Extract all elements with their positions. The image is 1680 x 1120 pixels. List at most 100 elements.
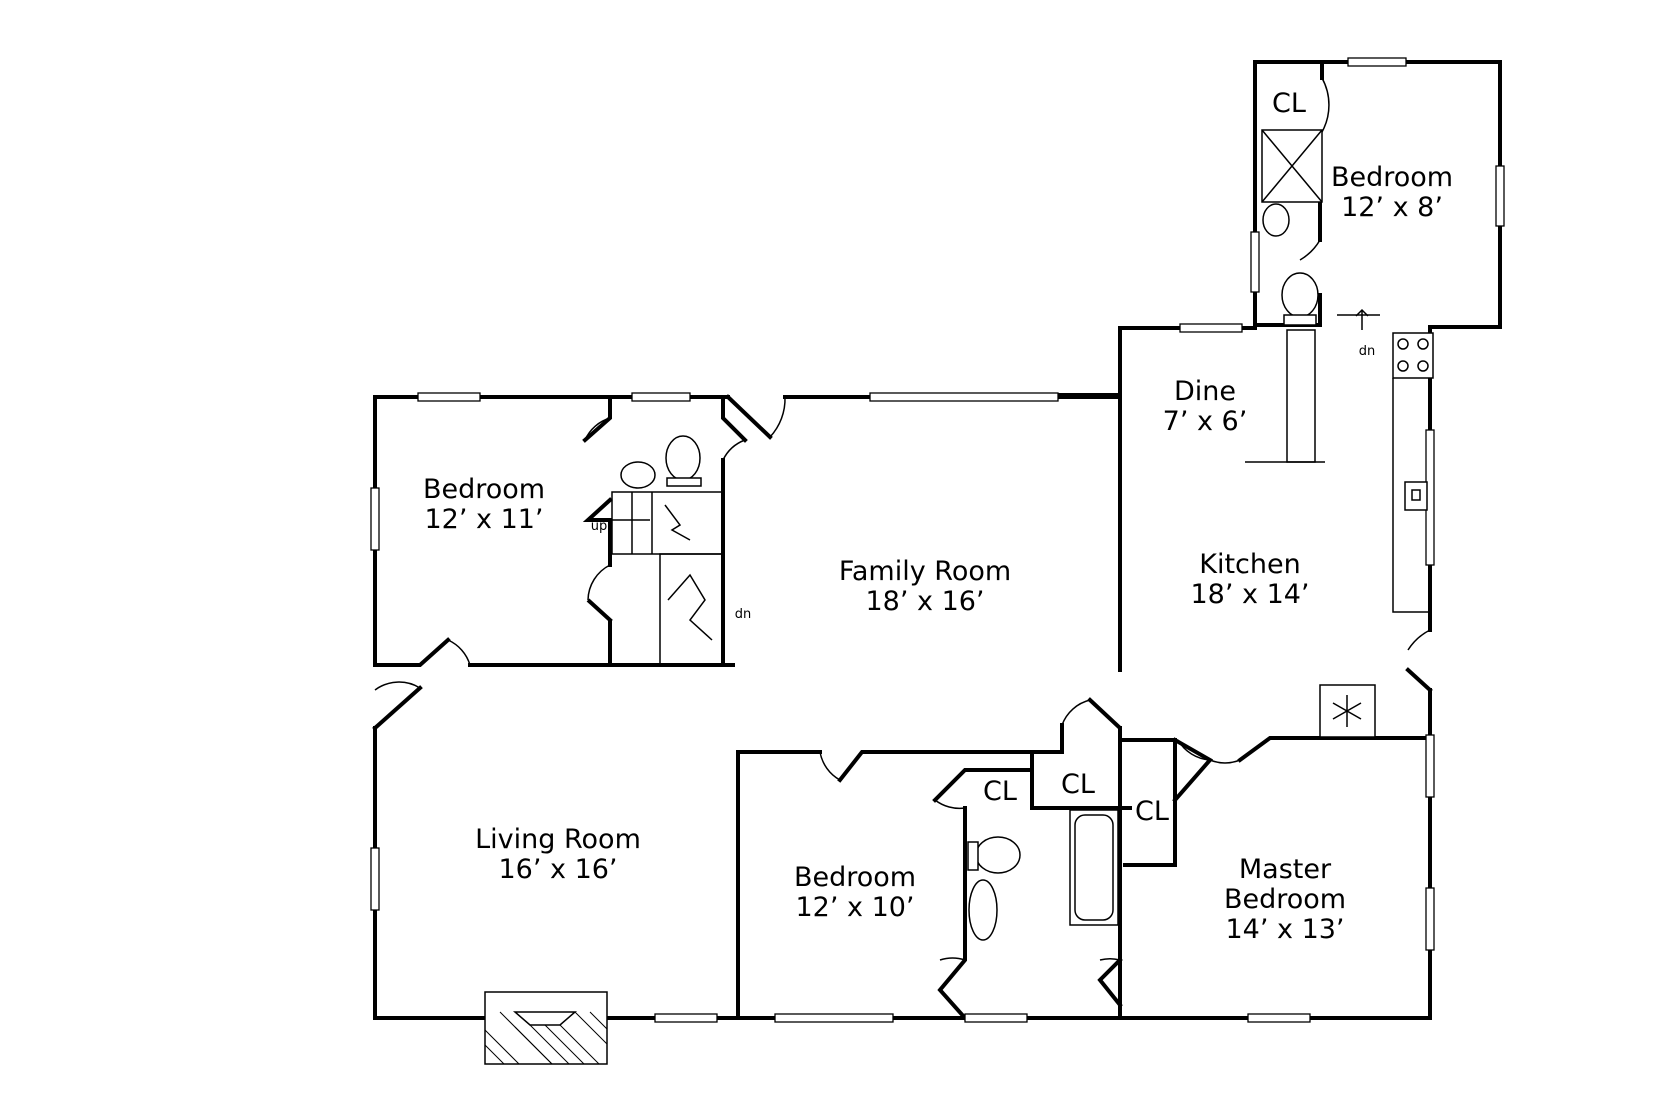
closet-label: CL <box>1272 88 1306 119</box>
window <box>1250 231 1260 293</box>
master-closet-right <box>1123 738 1177 867</box>
room-name: Bedroom <box>794 862 916 893</box>
door-swing <box>584 417 611 441</box>
window <box>1179 323 1243 333</box>
stair-arrowhead <box>1355 308 1369 317</box>
stair-break <box>664 504 691 541</box>
window <box>774 1013 894 1023</box>
window <box>370 847 380 911</box>
door-swing <box>722 439 746 461</box>
burner <box>1397 338 1409 350</box>
partition <box>1286 329 1316 463</box>
range-icon <box>1392 332 1434 379</box>
room-name: Kitchen <box>1199 549 1300 580</box>
door-swings <box>374 77 1431 961</box>
kitchen-sink-basin <box>1411 489 1421 501</box>
stair-up <box>611 491 724 555</box>
closet-label: CL <box>1061 769 1095 800</box>
window <box>1495 165 1505 227</box>
closet-walls <box>932 768 1132 810</box>
toilet-icon <box>1281 272 1319 318</box>
door-swing <box>769 396 786 438</box>
room-size: 12’ x 8’ <box>1341 192 1443 223</box>
toilet-icon <box>975 836 1021 874</box>
mid-bedroom-wall-l <box>736 750 822 1020</box>
labels: CL Bedroom 12’ x 8’ Dine 7’ x 6’ Kitchen… <box>423 88 1453 945</box>
door-swing <box>1061 699 1091 726</box>
stair-label: dn <box>735 607 752 622</box>
door-swing <box>1099 957 1121 961</box>
window <box>370 487 380 551</box>
kitchen-door-jamb <box>1405 667 1433 693</box>
burner <box>1397 360 1409 372</box>
toilet-tank <box>666 477 702 487</box>
bath-right-wall <box>721 395 748 443</box>
burner <box>1417 360 1429 372</box>
door-swing <box>447 639 471 666</box>
toilet-tank <box>1283 314 1317 326</box>
room-name: Living Room <box>475 824 641 855</box>
door-swing <box>1177 739 1211 761</box>
bath-left-wall <box>937 806 968 1021</box>
shower-diag <box>1261 129 1323 203</box>
living-door-jamb <box>372 685 423 731</box>
room-size: 7’ x 6’ <box>1163 406 1248 437</box>
windows <box>370 57 1505 1023</box>
door-swing <box>374 681 421 691</box>
window <box>964 1013 1028 1023</box>
family-door-jamb <box>725 394 773 440</box>
window <box>869 392 1059 402</box>
snowflake-icon <box>1319 684 1376 738</box>
bathtub-icon <box>1069 809 1119 926</box>
walls <box>372 60 1502 1021</box>
room-size: 14’ x 13’ <box>1225 914 1344 945</box>
sink-icon <box>1262 203 1290 237</box>
room-name: Dine <box>1174 376 1236 407</box>
window <box>1347 57 1407 67</box>
window <box>1247 1013 1311 1023</box>
left-bedroom-bottom-l <box>373 637 451 667</box>
room-name: Family Room <box>839 556 1011 587</box>
fixtures <box>484 129 1434 1065</box>
left-bedroom-stair-wall <box>586 598 613 667</box>
toilet-icon <box>665 435 701 481</box>
kitchen-counter <box>1392 378 1430 613</box>
window <box>1425 734 1435 798</box>
room-size: 18’ x 16’ <box>865 586 984 617</box>
closet-label: CL <box>983 776 1017 807</box>
window <box>1425 887 1435 951</box>
burner <box>1417 338 1429 350</box>
master-closet-door-jamb <box>1172 737 1214 803</box>
stair-down <box>659 553 724 666</box>
door-swing <box>1299 239 1321 261</box>
stair-label: up <box>591 519 608 534</box>
room-size: 18’ x 14’ <box>1190 579 1309 610</box>
room-name: Bedroom <box>423 474 545 505</box>
master-top-wall <box>1237 736 1432 763</box>
room-size: 12’ x 10’ <box>795 892 914 923</box>
closet-label: CL <box>1135 796 1169 827</box>
room-name: Master <box>1239 854 1332 885</box>
wing-wall <box>1253 60 1502 329</box>
bathtub-inner <box>1074 814 1114 921</box>
window <box>631 392 691 402</box>
window <box>654 1013 718 1023</box>
door-swing <box>1321 77 1330 133</box>
master-door-jamb <box>1097 957 1123 1008</box>
fireplace-hatch <box>484 1011 608 1065</box>
door-swing <box>587 564 611 601</box>
sink-icon <box>620 461 656 489</box>
room-size: 16’ x 16’ <box>498 854 617 885</box>
room-name: Bedroom <box>1331 162 1453 193</box>
room-size: 12’ x 11’ <box>424 504 543 535</box>
left-bedroom-bath-wall-b <box>582 497 613 567</box>
stair-winders <box>667 573 713 641</box>
door-swing <box>819 751 841 781</box>
door-swing <box>939 957 966 961</box>
mid-bedroom-wall-top <box>837 750 1064 783</box>
room-name: Bedroom <box>1224 884 1346 915</box>
stair-label: dn <box>1359 344 1376 359</box>
door-swing <box>1209 759 1241 764</box>
snowflake-glyph <box>1332 695 1362 727</box>
